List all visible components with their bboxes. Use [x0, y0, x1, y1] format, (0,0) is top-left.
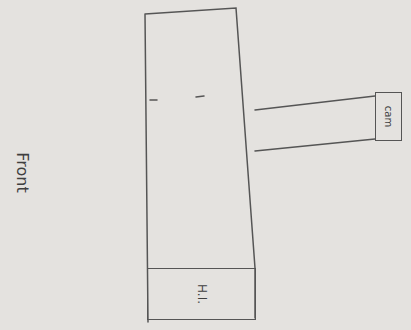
arm-bottom-line [255, 139, 375, 151]
cam-box: cam [375, 92, 402, 141]
arm-top-line [255, 96, 375, 110]
dash-marks [150, 96, 204, 100]
node-text: cam [383, 106, 394, 127]
label-text: Front [13, 152, 32, 192]
body-outline [145, 8, 255, 322]
side-label: Front [0, 132, 62, 212]
node-text: H.I. [194, 284, 208, 304]
hi-box: H.I. [147, 268, 256, 320]
